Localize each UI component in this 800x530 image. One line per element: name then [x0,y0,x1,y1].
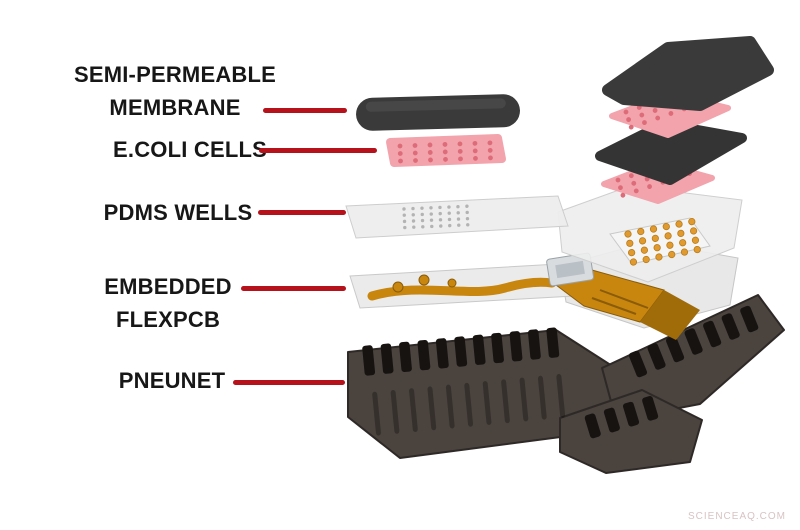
label-ecoli-text: E.COLI CELLS [113,137,267,162]
pneunet-layer [347,294,785,474]
membrane-leader-line [263,108,347,113]
label-pneunet-text: PNEUNET [118,368,226,393]
label-pdms: PDMS WELLS [68,201,288,225]
pdms-slab-left [345,195,569,239]
label-flexpcb-line2: FLEXPCB [115,307,221,332]
label-ecoli: E.COLI CELLS [90,138,290,162]
pneunet-slots [584,395,659,439]
flexpcb-trace-line [599,289,649,309]
pneunet-leader-line [233,380,345,385]
flexpcb-trace-line [591,297,637,315]
label-pneunet: PNEUNET [62,369,282,393]
watermark: SCIENCEAQ.COM [687,511,786,522]
pneunet-front-ridges [372,374,566,436]
pneunet-bottom-arm [559,389,703,474]
membrane-sheet [356,94,520,131]
ecoli-colonies [397,140,493,164]
well-plate-wells [624,217,701,266]
label-pdms-text: PDMS WELLS [103,200,253,225]
pneunet-slots [362,327,560,376]
flexpcb-gold-trace [367,277,557,301]
right-arm-stack [595,36,774,204]
ecoli-layer [386,134,506,167]
pneunet-slots [628,305,759,378]
membrane-sheet-right-top [602,36,774,111]
ecoli-leader-line [259,148,377,153]
label-flexpcb-line1: EMBEDDED [104,274,232,299]
flexpcb-chip-core [555,260,585,279]
membrane-layer [356,94,520,131]
label-flexpcb: EMBEDDED FLEXPCB [60,270,276,336]
label-membrane-line2: MEMBRANE [109,95,241,120]
label-membrane: SEMI-PERMEABLE MEMBRANE [60,58,290,124]
pdms-micro-wells [402,204,470,230]
flexpcb-pad [447,278,457,288]
label-membrane-line1: SEMI-PERMEABLE [73,62,277,87]
flexpcb-gold-fold [640,290,700,340]
membrane-highlight [365,98,506,112]
flexpcb-pad [392,281,404,293]
membrane-sheet-right-mid [595,119,747,185]
pdms-layer [345,185,743,283]
flexpcb-pad [418,274,430,286]
flexpcb-leader-line [241,286,346,291]
pdms-leader-line [258,210,346,215]
